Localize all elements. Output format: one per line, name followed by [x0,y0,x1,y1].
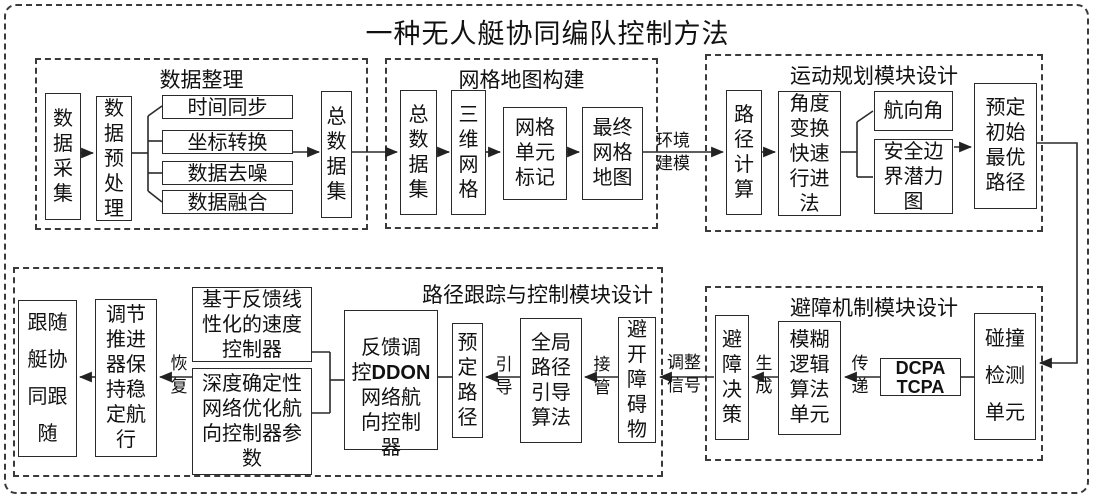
group-title-obstacle-avoid: 避障机制模块设计 [790,296,958,320]
edge-label-env-modeling: 环境 建模 [656,131,690,173]
box-path-calc: 路 径 计 算 [726,90,762,215]
diagram-title: 一种无人艇协同编队控制方法 [365,19,730,49]
box-initial-optimal-path: 预定 初始 最优 路径 [974,83,1037,209]
group-title-path-track: 路径跟踪与控制模块设计 [422,283,653,307]
group-data-prep: 数据整理 [35,58,368,230]
box-avoid-decision: 避 障 决 策 [715,315,749,440]
edge-label-transfer: 传 递 [851,354,869,396]
box-total-dataset-2: 总 数 据 集 [400,90,437,215]
box-ddon-controller: 反馈调 控DDON 网络航 向控制 器 [344,310,438,457]
group-title-grid-map: 网格地图构建 [458,68,585,92]
group-title-data-prep: 数据整理 [159,68,244,92]
box-global-path-guide: 全局 路径 引导 算法 [520,318,582,443]
box-angle-fast-march: 角度 变换 快速 行进 法 [778,91,841,216]
box-dcpa-tcpa: DCPA TCPA [880,358,961,397]
group-path-track: 路径跟踪与控制模块设计 [13,267,663,477]
box-final-grid-map: 最终 网格 地图 [582,107,643,200]
box-preset-path: 预 定 路 径 [452,323,483,438]
group-title-motion-plan: 运动规划模块设计 [790,64,958,88]
box-fuzzy-logic: 模糊 逻辑 算法 单元 [778,321,841,435]
edge-label-adjust-signal: 调整 信号 [667,353,701,395]
group-grid-map: 网格地图构建 [385,58,658,229]
group-motion-plan: 运动规划模块设计 [705,54,1043,232]
box-safe-boundary: 安全边 界潜力 图 [874,139,953,214]
box-follow-boat: 跟随 艇协 同跟 随 [18,300,77,457]
box-heading-angle: 航向角 [874,91,953,131]
box-thruster-adjust: 调节 推进 器保 持稳 定航 行 [95,299,157,457]
box-collision-detect: 碰撞 检测 单元 [974,313,1036,440]
box-feedback-linear: 基于反馈线 性化的速度 控制器 [192,287,312,362]
box-data-fusion: 数据融合 [162,190,293,214]
box-coord-transform: 坐标转换 [162,130,293,154]
edge-label-generate: 生 成 [755,354,773,396]
box-grid-3d: 三 维 网 格 [451,90,486,215]
box-avoid-obstacle: 避 开 障 碍 物 [618,317,656,443]
edge-label-takeover: 接 管 [593,355,611,397]
box-deep-deterministic: 深度确定性 网络优化航 向控制器参 数 [192,368,312,475]
box-time-sync: 时间同步 [162,95,293,119]
outer-dashed-frame [4,4,1089,494]
box-total-dataset-1: 总 数 据 集 [321,91,352,218]
box-data-denoise: 数据去噪 [162,161,293,185]
box-data-collect: 数 据 采 集 [45,93,81,220]
edge-label-guide: 引 导 [495,355,513,397]
group-obstacle-avoid: 避障机制模块设计 [705,286,1043,461]
box-grid-cell-mark: 网格 单元 标记 [503,107,567,200]
edge-label-recover: 恢 复 [170,354,188,396]
box-data-preprocess: 数 据 预 处 理 [96,96,132,221]
